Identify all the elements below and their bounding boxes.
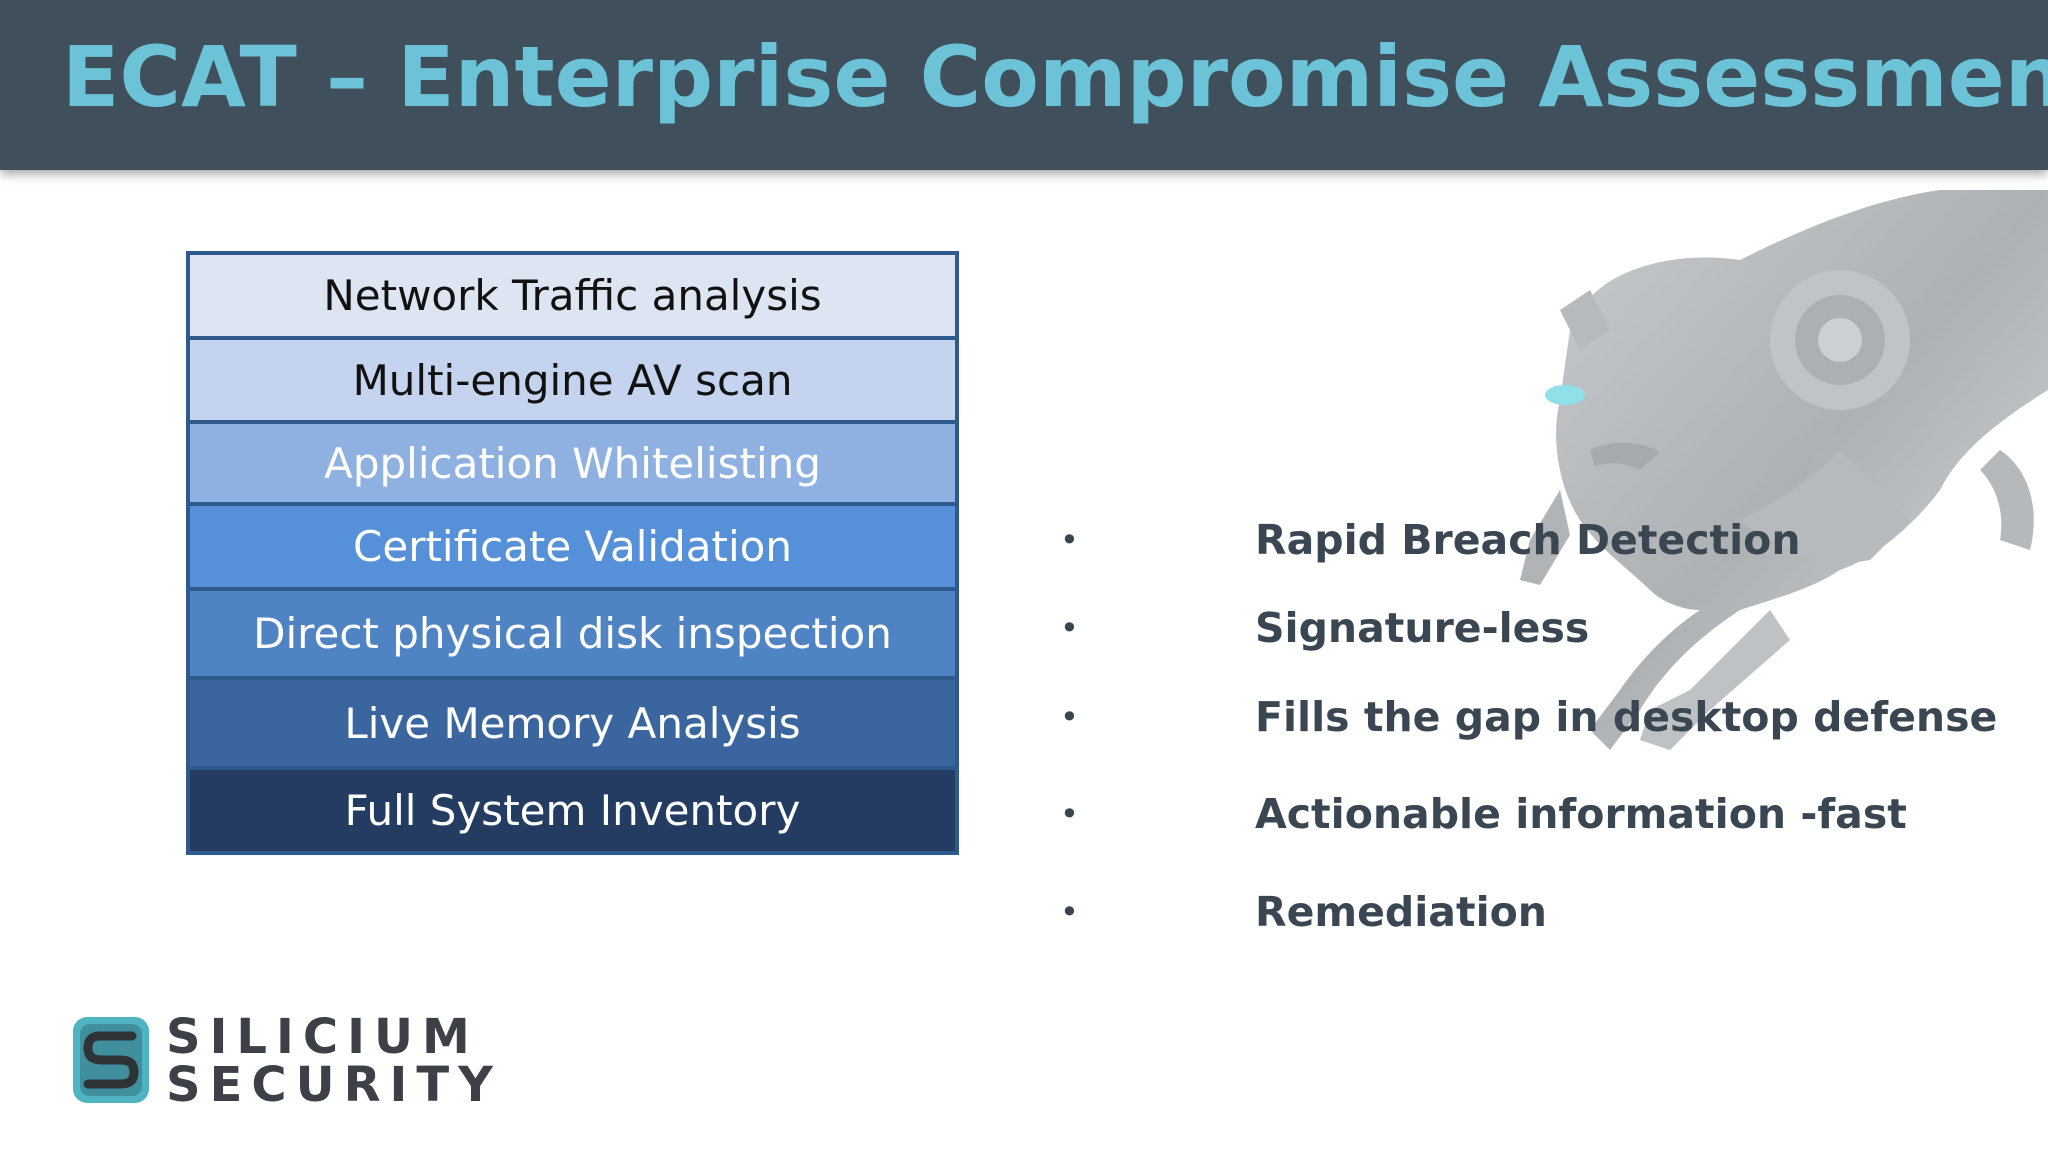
layer-network-traffic-analysis: Network Traffic analysis	[186, 251, 959, 338]
bullet-item: • Fills the gap in desktop defense	[1060, 687, 2040, 747]
layer-multi-engine-av-scan: Multi-engine AV scan	[186, 338, 959, 422]
layer-direct-physical-disk-inspection: Direct physical disk inspection	[186, 589, 959, 678]
bullet-text: Rapid Breach Detection	[1255, 516, 1801, 564]
layer-certificate-validation: Certificate Validation	[186, 504, 959, 589]
bullet-icon: •	[1060, 521, 1079, 559]
logo-word-silicium: SILICIUM	[166, 1009, 479, 1065]
slide-title: ECAT – Enterprise Compromise Assessment	[62, 28, 2048, 126]
title-bar: ECAT – Enterprise Compromise Assessment	[0, 0, 2048, 170]
silicium-security-logo: SILICIUM SECURITY	[70, 1012, 540, 1112]
bullet-text: Signature-less	[1255, 604, 1590, 652]
layer-application-whitelisting: Application Whitelisting	[186, 422, 959, 504]
bullet-item: • Remediation	[1060, 882, 2040, 942]
bullet-icon: •	[1060, 698, 1079, 736]
security-layer-stack: Network Traffic analysis Multi-engine AV…	[186, 251, 959, 855]
bullet-icon: •	[1060, 609, 1079, 647]
bullet-item: • Rapid Breach Detection	[1060, 510, 2040, 570]
logo-word-security: SECURITY	[166, 1057, 502, 1113]
bullet-item: • Signature-less	[1060, 598, 2040, 658]
bullet-item: • Actionable information -fast	[1060, 784, 2040, 844]
bullet-icon: •	[1060, 893, 1079, 931]
bullet-text: Remediation	[1255, 888, 1547, 936]
layer-full-system-inventory: Full System Inventory	[186, 768, 959, 855]
layer-live-memory-analysis: Live Memory Analysis	[186, 678, 959, 768]
bullet-text: Fills the gap in desktop defense	[1255, 693, 1998, 741]
robotic-panther-illustration	[1520, 190, 2048, 750]
bullet-text: Actionable information -fast	[1255, 790, 1907, 838]
silicium-s-logo-icon	[73, 1017, 149, 1103]
bullet-icon: •	[1060, 795, 1079, 833]
